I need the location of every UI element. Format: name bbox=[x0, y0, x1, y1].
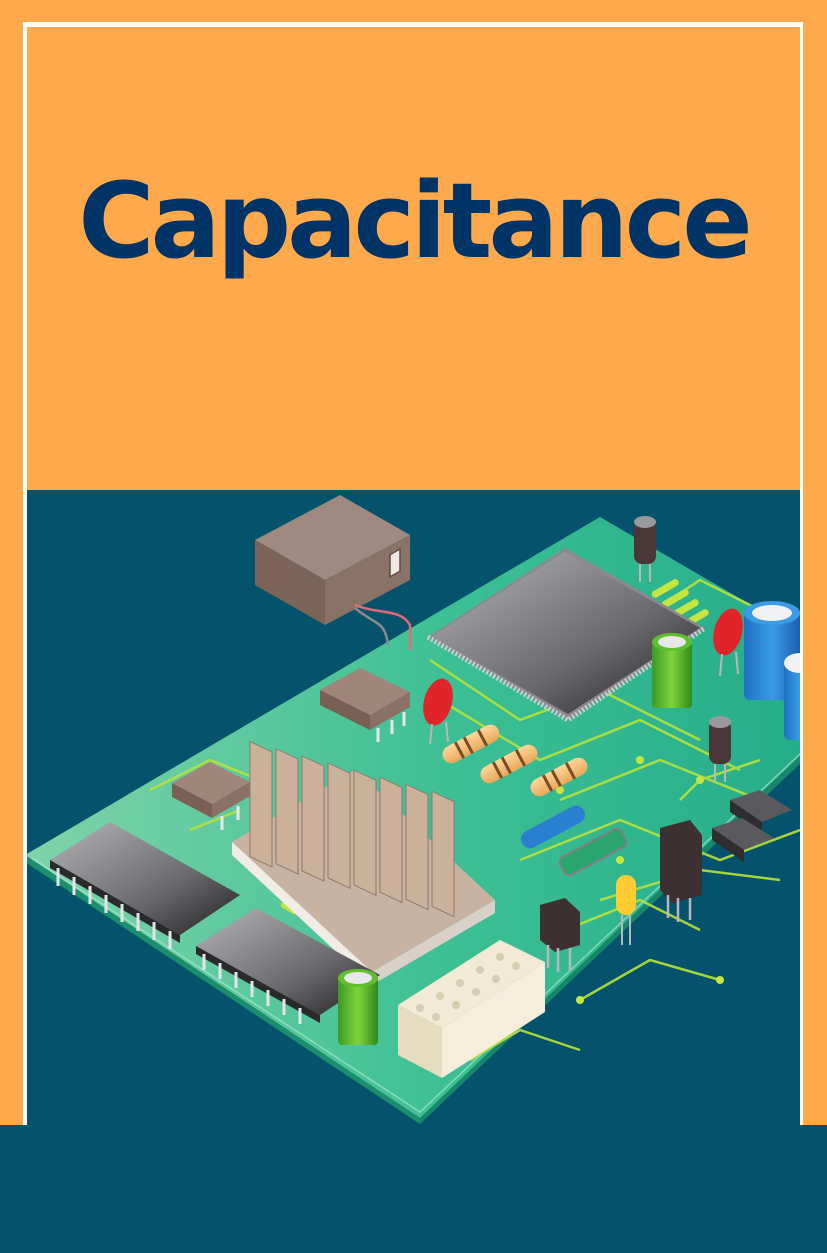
ic-chip bbox=[50, 822, 240, 949]
resistor bbox=[480, 744, 538, 784]
yellow-led bbox=[616, 875, 636, 945]
cover-title: Capacitance bbox=[78, 160, 753, 282]
electrolytic-capacitor-green bbox=[338, 969, 378, 1045]
electrolytic-capacitor-blue bbox=[784, 653, 800, 740]
ceramic-capacitor-red bbox=[713, 608, 743, 677]
heat-sink bbox=[232, 740, 495, 985]
resistor bbox=[442, 724, 500, 764]
transistor bbox=[709, 716, 731, 782]
pcb-illustration bbox=[27, 495, 800, 1124]
small-ic-package bbox=[320, 668, 410, 742]
blue-resistor bbox=[521, 805, 585, 849]
power-supply-box bbox=[255, 495, 412, 650]
pin-header-connector bbox=[398, 940, 545, 1078]
transistor bbox=[634, 516, 656, 582]
smd-component bbox=[712, 818, 774, 862]
voltage-regulator bbox=[540, 898, 580, 972]
ic-chip bbox=[196, 908, 380, 1024]
electrolytic-capacitor-green bbox=[652, 633, 692, 708]
illustration-panel bbox=[27, 490, 800, 1125]
title-panel: Capacitance bbox=[27, 27, 800, 490]
bottom-band bbox=[0, 1125, 827, 1253]
ceramic-capacitor-red bbox=[423, 678, 453, 745]
cover-content: Capacitance bbox=[27, 27, 800, 1125]
green-inductor bbox=[558, 827, 628, 877]
resistor bbox=[530, 757, 588, 797]
voltage-regulator bbox=[660, 820, 702, 922]
small-ic-package bbox=[172, 762, 250, 830]
